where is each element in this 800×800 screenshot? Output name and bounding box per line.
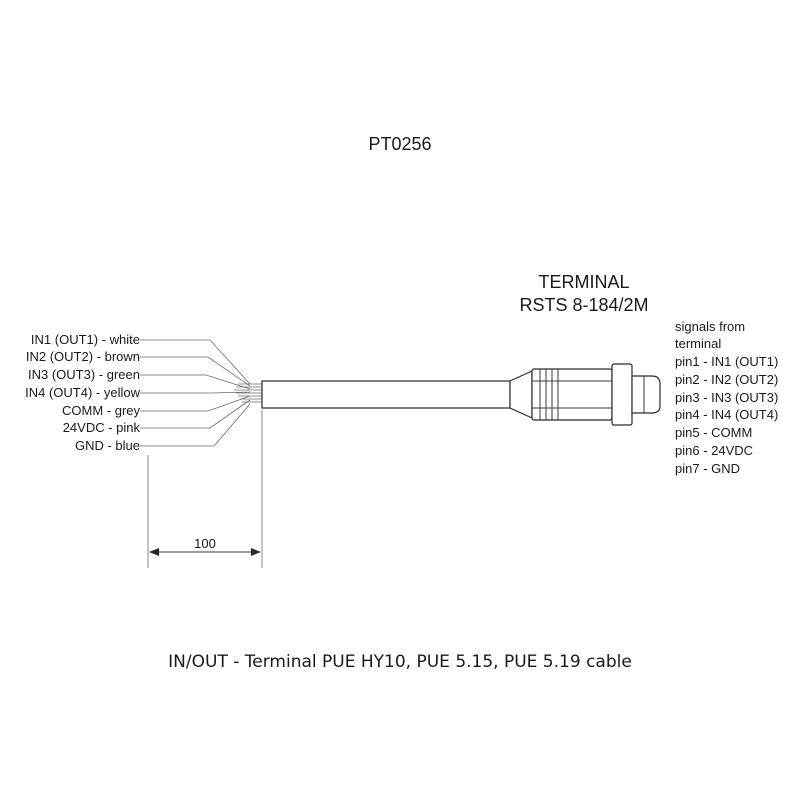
dimension-value: 100 <box>194 536 216 551</box>
leader-line-in1 <box>140 339 251 385</box>
pin-3: pin3 - IN3 (OUT3) <box>675 390 778 405</box>
leader-line-in2 <box>140 356 251 387</box>
connector-nut <box>611 363 633 426</box>
dimension-arrow-right <box>251 548 261 556</box>
pin-5: pin5 - COMM <box>675 425 752 440</box>
diagram-caption: IN/OUT - Terminal PUE HY10, PUE 5.15, PU… <box>168 652 632 672</box>
connector-grip-lines <box>532 369 612 420</box>
pin-list-header: signals from <box>675 319 745 334</box>
cable-jacket <box>261 380 511 409</box>
connector-taper <box>509 370 533 419</box>
leader-line-in3 <box>140 374 251 390</box>
wire-label-gnd: GND - blue <box>75 438 140 453</box>
terminal-model: RSTS 8-184/2M <box>519 295 648 315</box>
pin-1: pin1 - IN1 (OUT1) <box>675 354 778 369</box>
wire-label-in1: IN1 (OUT1) - white <box>31 332 140 347</box>
stripped-wires <box>234 383 262 403</box>
pin-7: pin7 - GND <box>675 461 740 476</box>
leader-line-in4 <box>140 391 251 394</box>
wire-label-in3: IN3 (OUT3) - green <box>28 367 140 382</box>
pin-4: pin4 - IN4 (OUT4) <box>675 407 778 422</box>
connector-plug <box>631 375 661 414</box>
dimension-arrow-left <box>149 548 159 556</box>
leader-line-comm <box>140 395 251 412</box>
wire-label-in4: IN4 (OUT4) - yellow <box>25 385 140 400</box>
wire-labels: IN1 (OUT1) - white IN2 (OUT2) - brown IN… <box>25 332 140 453</box>
leader-line-gnd <box>140 403 251 447</box>
wire-label-24vdc: 24VDC - pink <box>63 420 141 435</box>
pin-list-header-2: terminal <box>675 336 721 351</box>
dimension-stripped-length: 100 <box>147 410 263 568</box>
diagram-title: PT0256 <box>368 134 431 154</box>
pin-6: pin6 - 24VDC <box>675 443 753 458</box>
connector-body <box>531 368 613 421</box>
wire-label-in2: IN2 (OUT2) - brown <box>26 349 140 364</box>
wire-label-comm: COMM - grey <box>62 403 141 418</box>
leader-line-24vdc <box>140 399 251 429</box>
terminal-label: TERMINAL <box>538 272 629 292</box>
pin-2: pin2 - IN2 (OUT2) <box>675 372 778 387</box>
pin-list: signals from terminal pin1 - IN1 (OUT1) … <box>675 319 778 476</box>
leader-lines <box>140 339 251 447</box>
